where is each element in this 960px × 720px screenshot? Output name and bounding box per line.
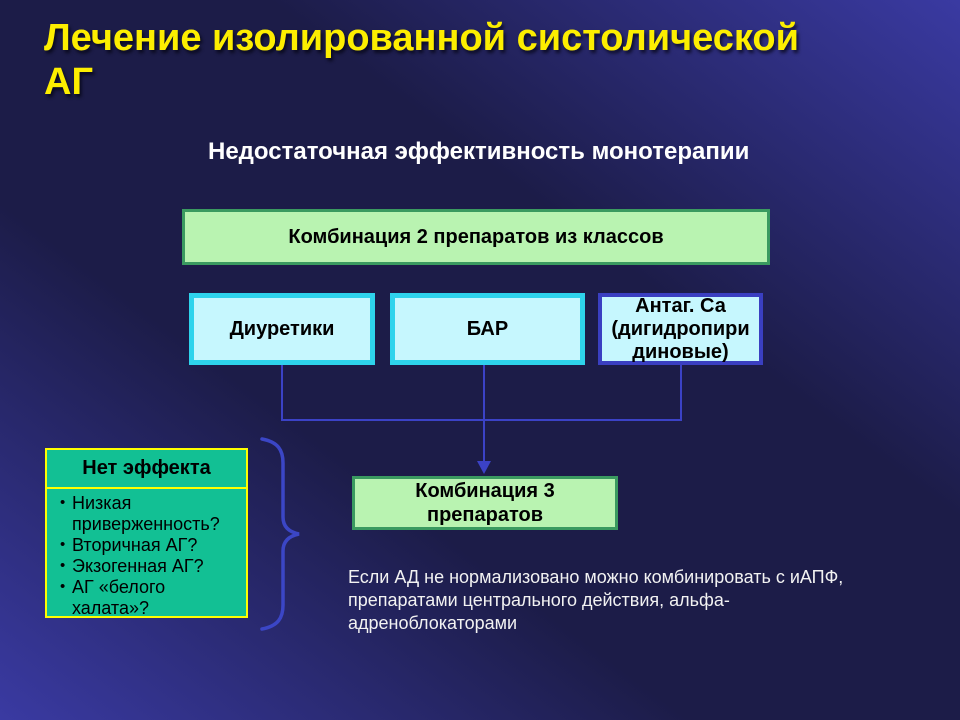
flow-connector-path bbox=[281, 365, 682, 463]
combo2-label: Комбинация 2 препаратов из классов bbox=[288, 226, 664, 248]
drug-box-bar: БАР bbox=[390, 293, 585, 365]
drug-box-ca-antagonist-label: Антаг. Са (дигидропири диновые) bbox=[611, 294, 750, 363]
no-effect-item: Экзогенная АГ? bbox=[60, 555, 224, 577]
page-title: Лечение изолированной систолической АГ bbox=[44, 16, 934, 104]
drug-box-ca-antagonist: Антаг. Са (дигидропири диновые) bbox=[598, 293, 763, 365]
curly-brace-icon bbox=[260, 437, 300, 631]
page-title-line1: Лечение изолированной систолической bbox=[44, 17, 799, 59]
footnote-text: Если АД не нормализовано можно комбиниро… bbox=[348, 567, 844, 633]
no-effect-box: Нет эффекта Низкая приверженность? Втори… bbox=[45, 448, 248, 618]
page-title-line2: АГ bbox=[44, 61, 93, 103]
combo2-box: Комбинация 2 препаратов из классов bbox=[182, 209, 770, 265]
no-effect-item: АГ «белого халата»? bbox=[60, 576, 224, 619]
combo3-label: Комбинация 3 препаратов bbox=[415, 480, 555, 526]
drug-box-diuretics: Диуретики bbox=[189, 293, 375, 365]
no-effect-header: Нет эффекта bbox=[47, 450, 246, 489]
no-effect-list: Низкая приверженность? Вторичная АГ? Экз… bbox=[47, 489, 246, 619]
combo3-box: Комбинация 3 препаратов bbox=[352, 476, 618, 530]
no-effect-item: Низкая приверженность? bbox=[60, 492, 224, 535]
subtitle: Недостаточная эффективность монотерапии bbox=[208, 138, 750, 165]
arrow-down-icon bbox=[477, 461, 491, 474]
drug-box-diuretics-label: Диуретики bbox=[229, 317, 335, 340]
no-effect-item: Вторичная АГ? bbox=[60, 534, 224, 556]
drug-box-bar-label: БАР bbox=[466, 317, 509, 340]
